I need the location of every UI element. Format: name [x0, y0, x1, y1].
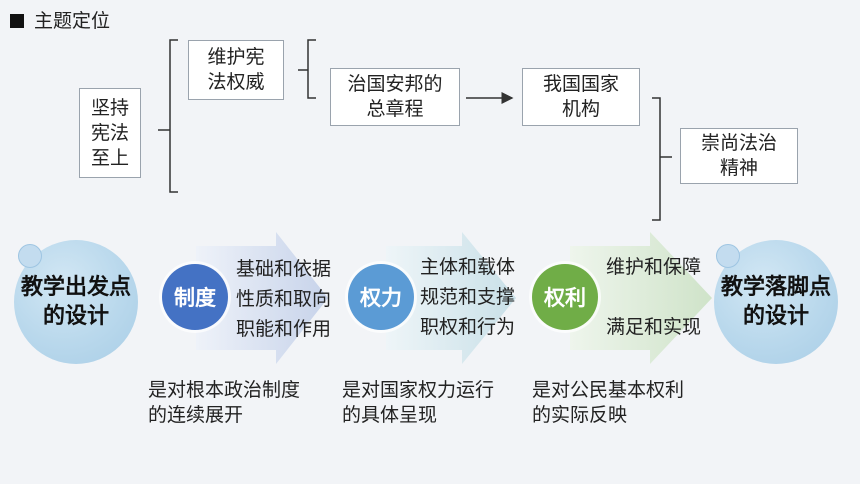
stage1-caption: 是对根本政治制度 的连续展开 — [148, 379, 301, 426]
stage2-item-1: 主体和载体 — [420, 256, 516, 278]
start-circle-dot — [18, 244, 42, 268]
stage-circle-rights: 权利 — [532, 264, 598, 330]
root-box: 坚持 宪法 至上 — [79, 88, 141, 178]
arrow-stage-2 — [386, 232, 516, 364]
stage3-item-2: 满足和实现 — [606, 316, 702, 338]
stage3-caption: 是对公民基本权利 的实际反映 — [532, 379, 685, 426]
flow-arrows — [196, 232, 712, 364]
stage3-item-1: 维护和保障 — [606, 256, 702, 278]
stage1-item-1: 基础和依据 — [236, 258, 332, 280]
node-box-state-organs: 我国国家 机构 — [522, 68, 640, 126]
arrow-stage-1 — [196, 232, 328, 364]
stage2-caption: 是对国家权力运行 的具体呈现 — [342, 379, 495, 426]
stage-circle-power: 权力 — [348, 264, 414, 330]
title-square-icon — [10, 14, 24, 28]
stage-circle-system: 制度 — [162, 264, 228, 330]
arrow-stage-3 — [570, 232, 712, 364]
end-circle-dot — [716, 244, 740, 268]
stage1-item-3: 职能和作用 — [236, 318, 332, 340]
page-title: 主题定位 — [34, 10, 111, 32]
stage1-item-2: 性质和取向 — [236, 288, 332, 310]
stage2-item-3: 职权和行为 — [420, 316, 516, 338]
node-box-governance: 治国安邦的 总章程 — [330, 68, 460, 126]
tree-connectors — [158, 39, 672, 221]
stage2-item-2: 规范和支撑 — [420, 286, 516, 308]
node-box-rule-of-law: 崇尚法治 精神 — [680, 128, 798, 184]
branch-box-uphold-authority: 维护宪 法权威 — [188, 40, 284, 100]
